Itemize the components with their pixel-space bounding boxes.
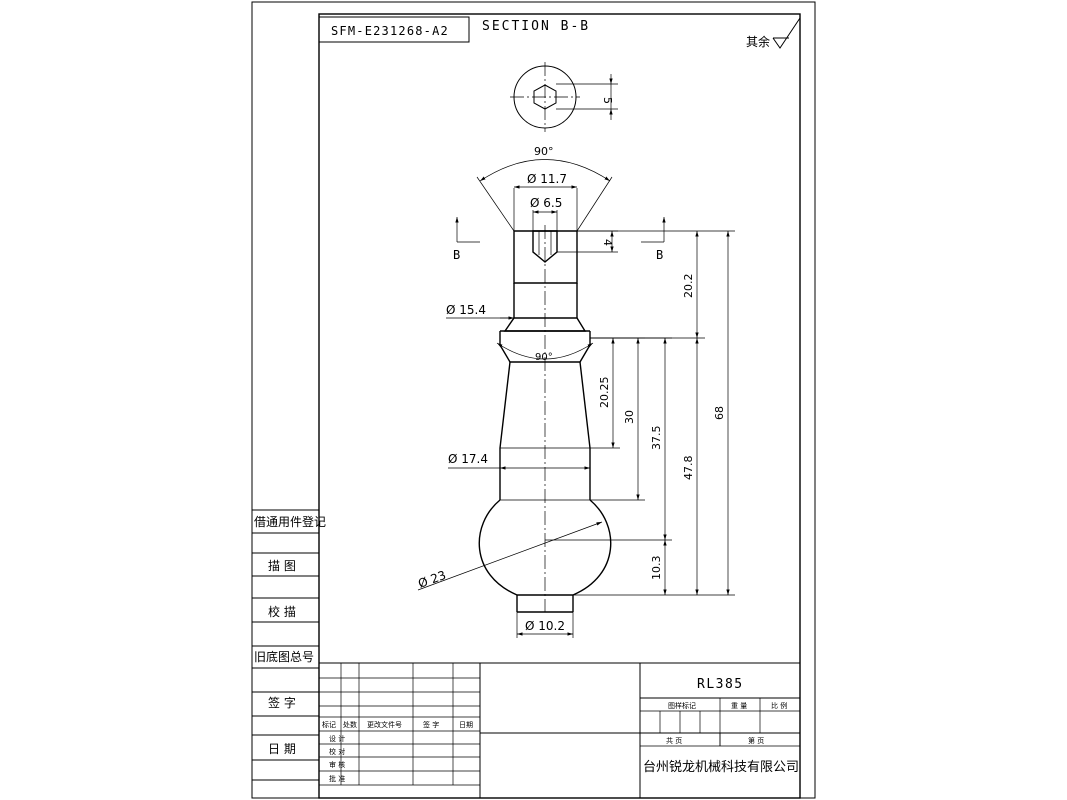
roughness-symbol-icon bbox=[772, 17, 801, 49]
side-label-date: 日 期 bbox=[268, 742, 296, 756]
rev-header-sign: 签 字 bbox=[423, 720, 439, 729]
dim-counterbore-dia: Ø 11.7 bbox=[527, 172, 567, 186]
dim-neck-angle: 90° bbox=[535, 352, 553, 363]
dim-top-angle: 90° bbox=[534, 145, 554, 158]
part-number: RL385 bbox=[697, 677, 744, 692]
dim-hex-flat: 5 bbox=[601, 97, 614, 104]
side-label-check-tracing: 校 描 bbox=[268, 604, 296, 619]
rev-header-count: 处数 bbox=[343, 720, 357, 729]
company-name: 台州锐龙机械科技有限公司 bbox=[643, 760, 799, 775]
rev-header-doc: 更改文件号 bbox=[367, 720, 402, 729]
dim-total-to-neck: 47.8 bbox=[682, 456, 695, 481]
label-scale: 比 例 bbox=[771, 701, 787, 710]
section-cut-markers: B B bbox=[453, 217, 666, 262]
dim-overall-length: 68 bbox=[713, 406, 726, 420]
section-view: 5 bbox=[510, 62, 618, 132]
side-label-old-number: 旧底图总号 bbox=[254, 649, 314, 664]
approval-approve: 批 准 bbox=[329, 774, 345, 783]
side-panel: 借通用件登记 描 图 校 描 旧底图总号 签 字 日 期 bbox=[252, 509, 326, 781]
dim-shank-dia: Ø 17.4 bbox=[448, 452, 488, 466]
title-block: 标记 处数 更改文件号 签 字 日期 设 计 校 对 审 核 批 准 RL385… bbox=[319, 662, 800, 798]
part-elevation bbox=[478, 225, 612, 613]
drawing-frame bbox=[318, 13, 801, 799]
approval-review: 审 核 bbox=[329, 760, 345, 769]
drawing-number-box bbox=[318, 16, 470, 43]
side-label-registration: 借通用件登记 bbox=[254, 514, 326, 529]
rev-header-date: 日期 bbox=[459, 721, 473, 729]
approval-design: 设 计 bbox=[329, 734, 345, 743]
dim-ball-center-to-end: 10.3 bbox=[650, 556, 663, 581]
dim-ball-center-to-neck: 37.5 bbox=[650, 426, 663, 451]
surface-note: 其余 bbox=[746, 34, 770, 49]
dim-hex-depth: 4 bbox=[601, 239, 614, 246]
dim-shank-length: 30 bbox=[623, 410, 636, 424]
side-label-tracing: 描 图 bbox=[268, 559, 296, 573]
dim-end-dia: Ø 10.2 bbox=[525, 619, 565, 633]
label-weight: 重 量 bbox=[731, 702, 747, 710]
dim-collar-dia: Ø 15.4 bbox=[446, 303, 486, 317]
cut-letter-right: B bbox=[656, 248, 663, 262]
rev-header-mark: 标记 bbox=[322, 720, 336, 729]
section-title: SECTION B-B bbox=[482, 19, 590, 34]
label-total: 共 页 bbox=[666, 736, 682, 745]
dim-taper-length: 20.25 bbox=[598, 377, 611, 409]
dimension-lines: 90° Ø 11.7 Ø 6.5 4 20.2 Ø 15.4 90° 20.25 bbox=[416, 145, 735, 638]
cut-letter-left: B bbox=[453, 248, 460, 262]
dim-hex-dia: Ø 6.5 bbox=[530, 196, 562, 210]
dim-ball-dia: Ø 23 bbox=[416, 568, 448, 591]
side-label-signature: 签 字 bbox=[268, 695, 296, 710]
label-mark: 图样标记 bbox=[668, 701, 696, 710]
approval-check: 校 对 bbox=[329, 747, 345, 756]
drawing-number: SFM-E231268-A2 bbox=[331, 24, 449, 38]
label-sheet: 第 页 bbox=[748, 736, 764, 745]
dim-collar-length: 20.2 bbox=[682, 274, 695, 299]
